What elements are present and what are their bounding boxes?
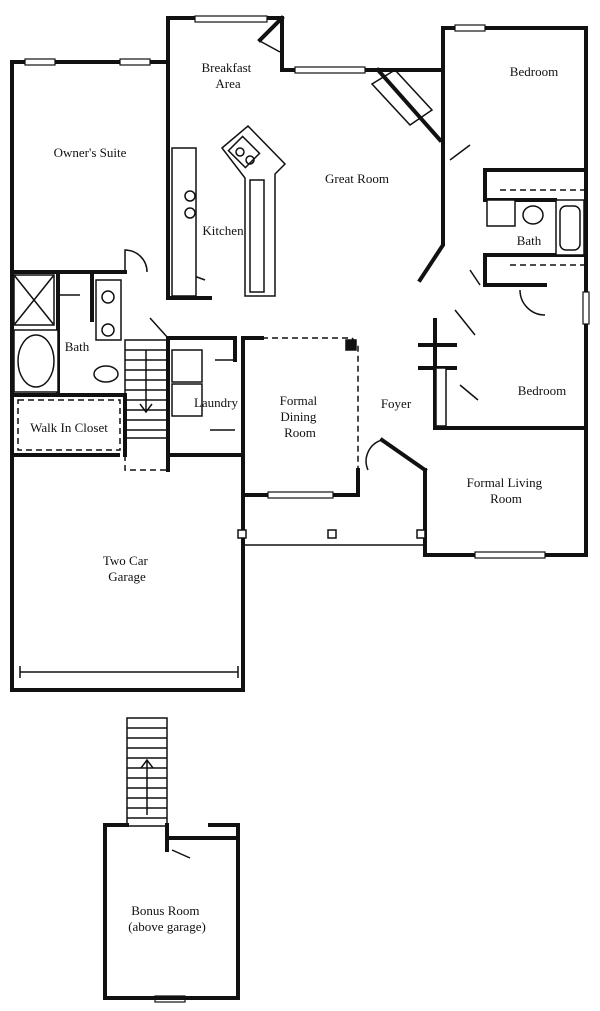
label-great-room: Great Room [325, 171, 389, 186]
label-laundry: Laundry [194, 395, 239, 410]
windows [24, 15, 590, 1003]
label-bonus-room: Bonus Room (above garage) [128, 903, 206, 934]
bonus-room-plan [103, 717, 240, 1000]
label-formal-living: Formal Living Room [467, 475, 546, 506]
room-labels: Breakfast Area Owner's Suite Great Room … [30, 60, 566, 934]
porch-lines [19, 495, 426, 678]
label-kitchen: Kitchen [202, 223, 244, 238]
kitchen-fixtures [171, 69, 434, 297]
label-bath-left: Bath [65, 339, 90, 354]
label-bath-right: Bath [517, 233, 542, 248]
left-bath-fixtures [13, 274, 122, 451]
walls [10, 15, 588, 692]
laundry-appliances [171, 349, 203, 417]
label-garage: Two Car Garage [103, 553, 151, 584]
label-walk-in-closet: Walk In Closet [30, 420, 108, 435]
label-bedroom-mid: Bedroom [518, 383, 566, 398]
stairs [124, 339, 169, 439]
right-fixtures [418, 168, 588, 427]
label-foyer: Foyer [381, 396, 412, 411]
label-breakfast-area: Breakfast Area [201, 60, 254, 91]
label-formal-dining: Formal Dining Room [280, 393, 321, 440]
label-owners-suite: Owner's Suite [54, 145, 127, 160]
label-bedroom-top: Bedroom [510, 64, 558, 79]
